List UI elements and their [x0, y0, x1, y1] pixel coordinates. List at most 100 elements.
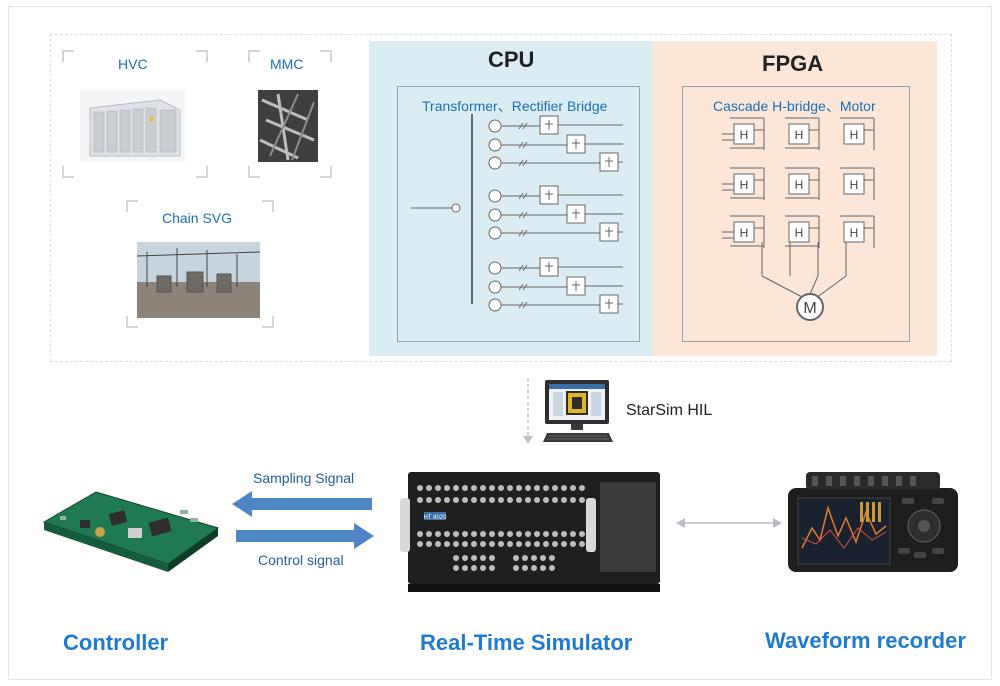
io-port — [534, 531, 540, 537]
io-port — [453, 485, 459, 491]
io-port — [462, 541, 468, 547]
control-signal-label: Control signal — [258, 552, 344, 568]
io-port — [417, 531, 423, 537]
io-port — [444, 541, 450, 547]
io-port — [489, 555, 495, 561]
io-port — [435, 485, 441, 491]
io-port — [570, 485, 576, 491]
io-port — [426, 485, 432, 491]
sampling-signal-label: Sampling Signal — [253, 470, 355, 486]
io-port — [444, 531, 450, 537]
io-port — [462, 485, 468, 491]
h-bridge-cell: H — [850, 226, 859, 240]
io-port — [507, 497, 513, 503]
io-port — [549, 555, 555, 561]
io-port — [534, 541, 540, 547]
real-time-simulator-unit: HT 8020 — [400, 472, 660, 592]
motor-icon — [796, 293, 824, 321]
h-bridge-cell: H — [850, 128, 859, 142]
h-bridge-cell: H — [795, 178, 804, 192]
io-port — [498, 485, 504, 491]
io-port — [561, 531, 567, 537]
io-port — [480, 565, 486, 571]
io-port — [471, 541, 477, 547]
io-port — [462, 555, 468, 561]
fpga-model-box — [682, 86, 910, 342]
io-port — [462, 531, 468, 537]
io-port — [522, 565, 528, 571]
io-port — [540, 565, 546, 571]
io-port — [579, 485, 585, 491]
arrow-right-icon — [236, 523, 374, 549]
io-port — [552, 531, 558, 537]
io-port — [531, 555, 537, 561]
io-port — [561, 497, 567, 503]
controller-board — [42, 491, 220, 572]
io-port — [522, 555, 528, 561]
io-port — [498, 541, 504, 547]
io-port — [516, 541, 522, 547]
double-arrow-icon — [676, 518, 782, 528]
io-port — [543, 531, 549, 537]
h-bridge-cell: H — [795, 128, 804, 142]
chain-svg-photo — [137, 242, 260, 318]
io-port — [417, 485, 423, 491]
io-port — [471, 485, 477, 491]
io-port — [417, 497, 423, 503]
waveform-recorder-device — [788, 472, 958, 572]
io-port — [489, 541, 495, 547]
simulator-caption: Real-Time Simulator — [420, 630, 633, 655]
io-port — [489, 531, 495, 537]
io-port — [426, 541, 432, 547]
hvc-label: HVC — [118, 56, 148, 72]
io-port — [543, 541, 549, 547]
fpga-subtitle: Cascade H-bridge、Motor — [713, 98, 876, 114]
io-port — [516, 531, 522, 537]
model-region — [50, 34, 952, 362]
io-port — [552, 541, 558, 547]
io-port — [453, 531, 459, 537]
transformer-rectifier-schematic — [411, 114, 623, 314]
io-port — [579, 531, 585, 537]
io-port — [453, 541, 459, 547]
io-port — [426, 531, 432, 537]
arrow-left-icon — [232, 491, 372, 517]
io-port — [507, 531, 513, 537]
io-port — [471, 497, 477, 503]
io-port — [489, 565, 495, 571]
io-port — [426, 497, 432, 503]
io-port — [471, 555, 477, 561]
chain-svg-label: Chain SVG — [162, 210, 233, 226]
io-port — [525, 541, 531, 547]
mmc-photo — [258, 90, 318, 162]
motor-label: M — [803, 300, 816, 317]
io-port — [480, 485, 486, 491]
io-port — [498, 531, 504, 537]
hvc-photo — [80, 90, 185, 162]
io-port — [435, 541, 441, 547]
io-port — [570, 531, 576, 537]
io-port — [489, 497, 495, 503]
io-port — [525, 531, 531, 537]
io-port — [453, 565, 459, 571]
io-port — [540, 555, 546, 561]
io-port — [570, 497, 576, 503]
starsim-label: StarSim HIL — [626, 402, 713, 419]
mmc-label: MMC — [270, 56, 304, 72]
io-port — [480, 497, 486, 503]
computer-icon — [543, 380, 613, 442]
io-port — [549, 565, 555, 571]
io-port — [507, 485, 513, 491]
io-port — [516, 485, 522, 491]
io-port — [471, 531, 477, 537]
io-port — [561, 541, 567, 547]
io-port — [453, 497, 459, 503]
io-port — [444, 497, 450, 503]
diagram-frame — [8, 6, 992, 680]
recorder-caption: Waveform recorder — [765, 628, 966, 653]
io-port — [471, 565, 477, 571]
io-port — [435, 531, 441, 537]
io-port — [525, 497, 531, 503]
io-port — [480, 555, 486, 561]
